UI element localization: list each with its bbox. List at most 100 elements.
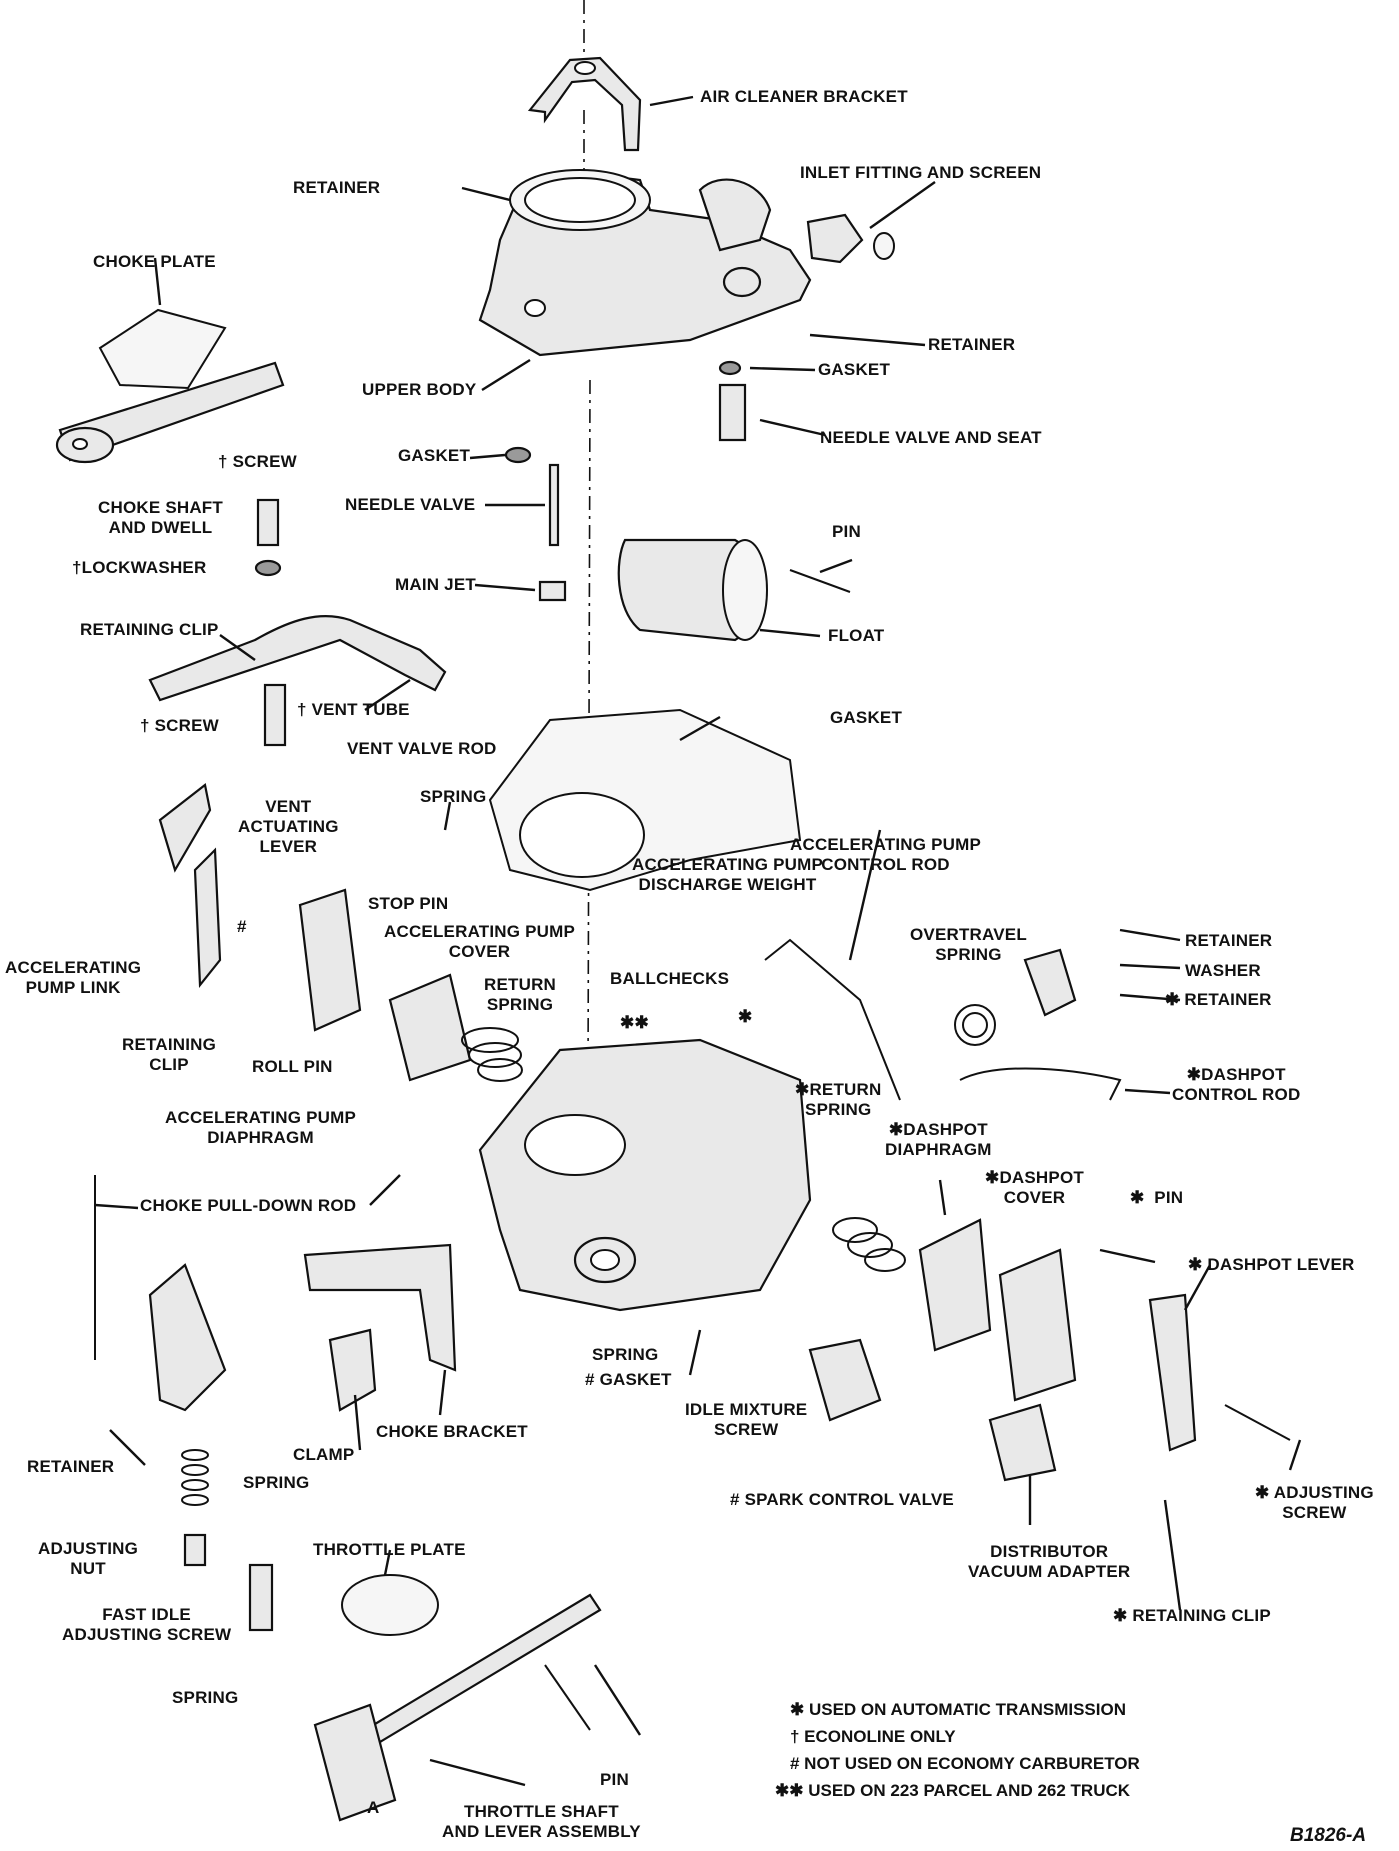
bottom-pin-part [544,1664,591,1731]
main-body [478,1038,812,1312]
return-spring [461,1027,523,1082]
dashpot-control-rod [959,1067,1122,1101]
upper-body [478,169,812,357]
accel-pump-cover [298,888,362,1032]
label-fast-idle-screw: FAST IDLE ADJUSTING SCREW [62,1605,232,1644]
lockwasher-part [254,559,282,577]
inlet-fitting [806,213,895,264]
label-retainer-upper-right: RETAINER [928,335,1016,354]
label-lockwasher: †LOCKWASHER [72,558,207,577]
gasket-small [504,446,532,464]
label-adjusting-nut: ADJUSTING NUT [38,1539,139,1578]
label-idle-mixture-screw: IDLE MIXTURE SCREW [685,1400,808,1439]
label-accel-pump-control-rod: ACCELERATING PUMP CONTROL ROD [790,835,982,874]
label-choke-bracket: CHOKE BRACKET [376,1422,528,1441]
choke-bracket-part [303,1243,457,1372]
label-adjusting-screw: ✱ ADJUSTING SCREW [1255,1483,1374,1522]
label-lever-letter: A [367,1798,380,1817]
label-inlet-fitting: INLET FITTING AND SCREEN [800,163,1042,182]
label-clamp: CLAMP [293,1445,355,1464]
label-pin-bottom: PIN [600,1770,629,1789]
label-needle-valve: NEEDLE VALVE [345,495,476,514]
overtravel-spring [954,1004,996,1046]
main-gasket [488,708,802,892]
label-main-jet: MAIN JET [395,575,476,594]
label-ball-double-star: ✱✱ [620,1013,649,1032]
label-spring-left: SPRING [243,1473,310,1492]
needle-seat-part [718,383,747,442]
label-spring-bottom: SPRING [172,1688,239,1707]
throttle-plate-part [341,1574,439,1636]
label-accel-pump-cover: ACCELERATING PUMP COVER [384,922,576,961]
label-spring-vent: SPRING [420,787,487,806]
label-retaining-clip-left: RETAINING CLIP [122,1035,217,1074]
distributor-vacuum-adapter-part [988,1403,1057,1482]
air-cleaner-bracket [527,56,642,152]
label-throttle-shaft: THROTTLE SHAFT AND LEVER ASSEMBLY [442,1802,641,1841]
leader-lines [94,95,1302,1787]
adjusting-screw-part [1224,1404,1291,1441]
adjusting-nut-part [183,1533,207,1567]
vent-actuating-lever-part [158,783,212,873]
label-retaining-clip-star: ✱ RETAINING CLIP [1113,1606,1271,1625]
label-vent-actuating-lever: VENT ACTUATING LEVER [238,797,339,856]
label-needle-valve-and-seat: NEEDLE VALVE AND SEAT [820,428,1042,447]
label-return-spring: RETURN SPRING [484,975,557,1014]
choke-shaft [55,361,285,464]
dashpot-cover-part [998,1248,1077,1402]
label-screw-mid: † SCREW [140,716,219,735]
label-screw-top: † SCREW [218,452,297,471]
label-accel-pump-link: ACCELERATING PUMP LINK [5,958,142,997]
float [617,538,768,642]
label-stop-pin: STOP PIN [368,894,449,913]
return-spring-right [832,1217,906,1272]
accel-pump-link-part [193,847,222,988]
fast-idle-lever [148,1263,227,1412]
label-upper-body: UPPER BODY [362,380,477,399]
accel-pump-control-rod [764,938,901,1101]
label-retainer-right1: RETAINER [1185,931,1273,950]
dashpot-lever-part [1148,1293,1197,1452]
label-hash-mark: # [237,917,247,936]
label-pin-right: ✱ PIN [1130,1188,1184,1207]
label-accel-pump-diaphragm: ACCELERATING PUMP DIAPHRAGM [165,1108,357,1147]
label-retainer-top: RETAINER [293,178,381,197]
label-retainer-right2: ✱ RETAINER [1165,990,1272,1009]
label-dashpot-control-rod: ✱DASHPOT CONTROL ROD [1172,1065,1301,1104]
gasket-upper [718,360,742,376]
main-jet-part [538,580,567,602]
retainer-washer-housing [1023,948,1077,1017]
label-accel-pump-discharge-weight: ACCELERATING PUMP DISCHARGE WEIGHT [632,855,824,894]
fast-idle-screw-part [248,1563,274,1632]
label-pin-float: PIN [832,522,861,541]
label-distributor-vacuum-adapter: DISTRIBUTOR VACUUM ADAPTER [968,1542,1131,1581]
label-return-spring-star: ✱RETURN SPRING [795,1080,882,1119]
legend-parcel-truck: ✱✱ USED ON 223 PARCEL AND 262 TRUCK [775,1781,1131,1800]
dashpot-diaphragm-part [918,1218,992,1352]
vent-tube [148,614,447,747]
label-overtravel-spring: OVERTRAVEL SPRING [910,925,1027,964]
label-vent-valve-rod: VENT VALVE ROD [347,739,497,758]
spring-coil-left [181,1449,209,1506]
label-gasket-hash: # GASKET [585,1370,672,1389]
figure-id: B1826-A [1290,1825,1367,1846]
label-choke-pulldown-rod: CHOKE PULL-DOWN ROD [140,1196,357,1215]
label-dashpot-cover: ✱DASHPOT COVER [985,1168,1084,1207]
label-roll-pin: ROLL PIN [252,1057,333,1076]
label-dashpot-diaphragm: ✱DASHPOT DIAPHRAGM [885,1120,992,1159]
needle-valve-part [548,463,560,547]
throttle-shaft-part [313,1593,602,1822]
label-gasket-left: GASKET [398,446,471,465]
accel-pump-diaphragm [388,973,472,1082]
label-throttle-plate: THROTTLE PLATE [313,1540,466,1559]
float-pin [789,569,851,593]
spark-control-valve-part [808,1338,882,1422]
label-spark-control-valve: # SPARK CONTROL VALVE [730,1490,954,1509]
label-retainer-left: RETAINER [27,1457,115,1476]
screw-part [256,498,280,547]
label-gasket-main: GASKET [830,708,903,727]
label-choke-plate: CHOKE PLATE [93,252,216,271]
label-ball-star: ✱ [738,1007,753,1026]
label-choke-shaft: CHOKE SHAFT AND DWELL [98,498,223,537]
